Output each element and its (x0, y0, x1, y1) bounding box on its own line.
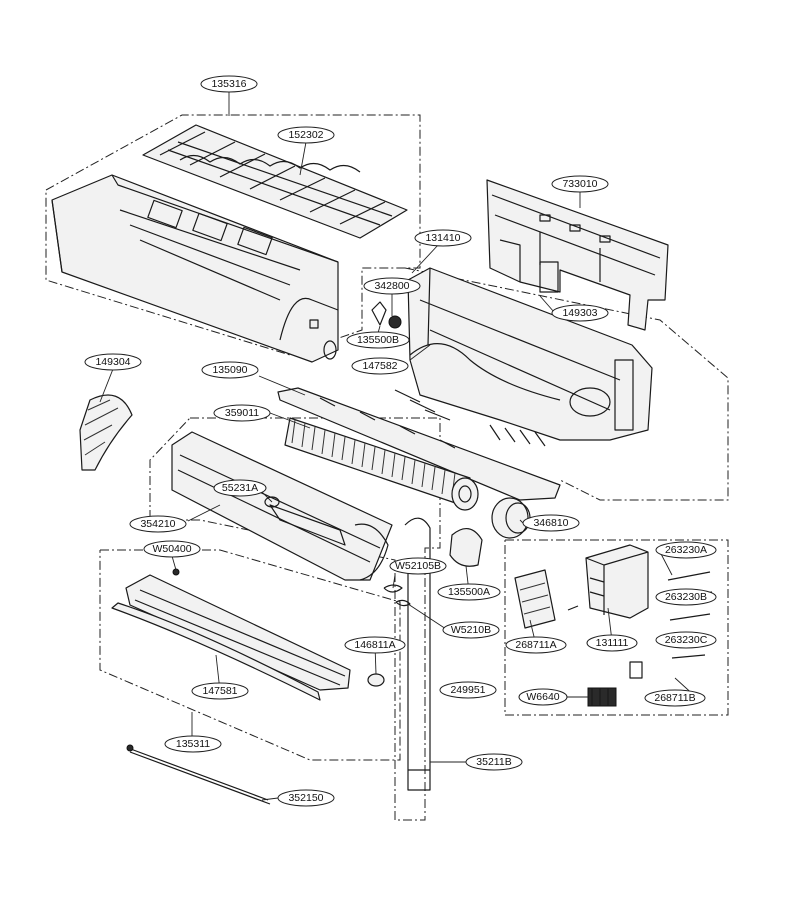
callout-135500A[interactable]: 135500A (437, 583, 501, 601)
callout-733010[interactable]: 733010 (551, 175, 609, 193)
callout-label: 352150 (288, 792, 323, 804)
callout-label: W6640 (526, 691, 559, 703)
callout-263230A[interactable]: 263230A (655, 541, 717, 559)
callout-label: 131111 (596, 637, 629, 649)
callout-label: 268711A (515, 639, 556, 651)
louver-assembly-part (111, 568, 351, 701)
callout-W5210B[interactable]: W5210B (442, 621, 500, 639)
callout-label: 263230C (665, 634, 708, 646)
part-callouts: 135316 152302 733010 131410 342800 14930… (84, 75, 717, 807)
callout-label: 152302 (288, 129, 323, 141)
drain-hose-part (404, 517, 431, 791)
callout-label: 346810 (533, 517, 568, 529)
callout-131410[interactable]: 131410 (414, 229, 472, 247)
callout-359011[interactable]: 359011 (213, 404, 271, 422)
connecting-cable-part (126, 744, 271, 805)
callout-label: 35211B (476, 756, 511, 768)
callout-149304[interactable]: 149304 (84, 353, 142, 371)
callout-135316[interactable]: 135316 (200, 75, 258, 93)
front-panel-part (51, 174, 339, 363)
main-pcb-part (585, 544, 649, 619)
callout-147582[interactable]: 147582 (351, 357, 409, 375)
callout-135090[interactable]: 135090 (201, 361, 259, 379)
assembly-boundaries (45, 114, 729, 821)
callout-268711B[interactable]: 268711B (644, 689, 706, 707)
callout-352150[interactable]: 352150 (277, 789, 335, 807)
air-filter-part (142, 124, 408, 239)
callout-label: 342800 (374, 280, 409, 292)
callout-55231A[interactable]: 55231A (213, 479, 267, 497)
callout-label: 354210 (140, 518, 175, 530)
evaporator-part (171, 431, 393, 581)
discharge-guide-part (277, 387, 561, 501)
evaporator-boundary (149, 417, 441, 821)
callout-label: 733010 (562, 178, 597, 190)
callout-label: 249951 (450, 684, 485, 696)
callout-label: 55231A (222, 482, 258, 494)
callout-label: 135316 (211, 78, 246, 90)
callout-263230B[interactable]: 263230B (655, 588, 717, 606)
callout-249951[interactable]: 249951 (439, 681, 497, 699)
callout-label: 149304 (95, 356, 130, 368)
callout-label: 135500B (357, 334, 399, 346)
callout-label: 149303 (562, 307, 597, 319)
side-holder-part (79, 394, 133, 471)
callout-W6640[interactable]: W6640 (518, 688, 568, 706)
callout-label: 131410 (425, 232, 460, 244)
callout-label: 268711B (654, 692, 695, 704)
callout-label: 359011 (225, 407, 259, 419)
callout-label: W5210B (451, 624, 491, 636)
callout-label: 263230A (665, 544, 707, 556)
callout-268711A[interactable]: 268711A (505, 636, 567, 654)
callout-146811A[interactable]: 146811A (344, 636, 406, 654)
cross-flow-fan-part (284, 417, 479, 511)
callout-35211B[interactable]: 35211B (465, 753, 523, 771)
callout-135311[interactable]: 135311 (164, 735, 222, 753)
callout-342800[interactable]: 342800 (363, 277, 421, 295)
callout-label: 135500A (448, 586, 490, 598)
motor-cover-part (449, 528, 483, 567)
callout-263230C[interactable]: 263230C (655, 631, 717, 649)
callout-147581[interactable]: 147581 (191, 682, 249, 700)
callout-label: 147582 (362, 360, 397, 372)
callout-label: W50400 (152, 543, 191, 555)
fan-motor-part (491, 497, 531, 539)
stepper-motor-part (371, 301, 402, 329)
control-box-boundary (504, 539, 729, 716)
callout-label: 135311 (176, 738, 210, 750)
callout-149303[interactable]: 149303 (551, 304, 609, 322)
control-box-parts (514, 544, 713, 707)
callout-label: W52105B (395, 560, 441, 572)
callout-131111[interactable]: 131111 (586, 634, 638, 652)
callout-label: 147581 (202, 685, 237, 697)
front-panel-boundary (45, 114, 421, 356)
callout-152302[interactable]: 152302 (277, 126, 335, 144)
callout-135500B[interactable]: 135500B (346, 331, 410, 349)
callout-label: 263230B (665, 591, 707, 603)
callout-346810[interactable]: 346810 (522, 514, 580, 532)
callout-354210[interactable]: 354210 (129, 515, 187, 533)
step-motor-part (367, 673, 385, 687)
callout-W50400[interactable]: W50400 (143, 540, 201, 558)
callout-W52105B[interactable]: W52105B (389, 557, 447, 575)
callout-label: 146811A (354, 639, 395, 651)
chassis-boundary (404, 267, 729, 501)
callout-label: 135090 (212, 364, 247, 376)
chassis-part (394, 267, 653, 447)
mounting-plate-part (486, 179, 669, 331)
louver-boundary (99, 549, 401, 761)
wire-clip-parts (383, 584, 411, 607)
